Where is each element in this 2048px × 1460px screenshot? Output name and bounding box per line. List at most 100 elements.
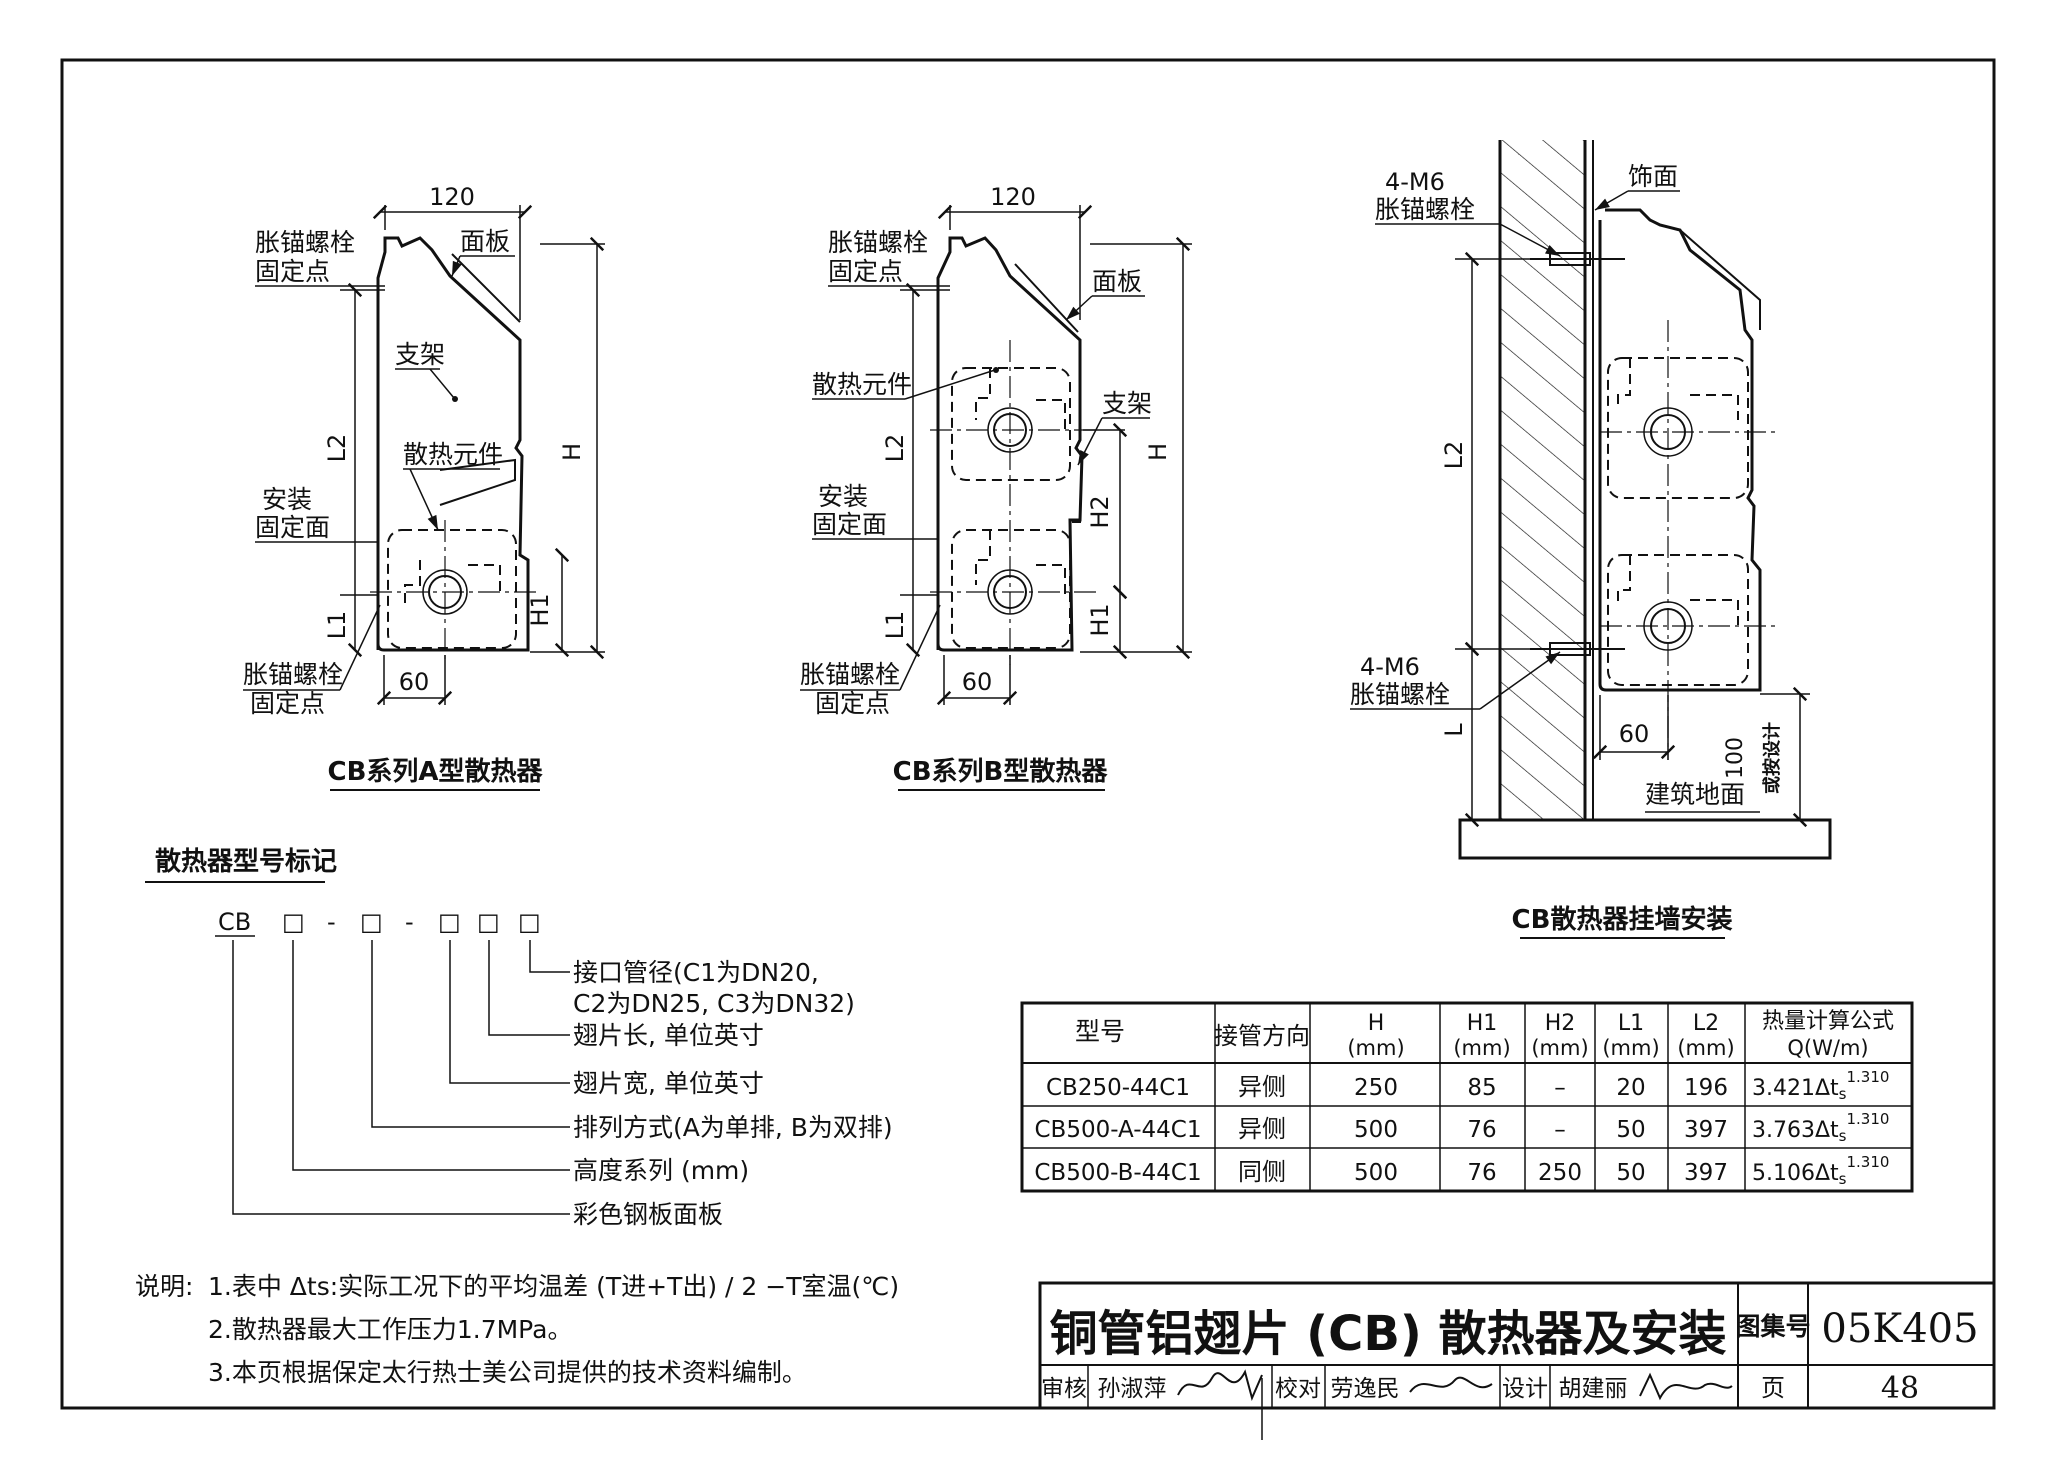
fig-a-label-fixpoint-top: 固定点 <box>255 257 330 286</box>
fig-b-label-mount: 安装 <box>818 482 868 511</box>
th-L2: L2 <box>1693 1011 1719 1036</box>
fig-b-dim-L1: L1 <box>881 611 909 640</box>
cell-L1: 50 <box>1616 1160 1645 1186</box>
fig-c-label-bolt-bottom-spec: 4-M6 <box>1360 653 1420 681</box>
fig-b-dim-60: 60 <box>962 668 993 696</box>
code-label-height: 高度系列 (mm) <box>573 1156 749 1185</box>
cell-H2: – <box>1554 1075 1566 1101</box>
fig-c-label-bolt-top-spec: 4-M6 <box>1385 168 1445 196</box>
cell-formula: 3.421Δts1.310 <box>1752 1068 1889 1103</box>
th-formula: 热量计算公式 <box>1762 1009 1894 1034</box>
fig-b-caption: CB系列B型散热器 <box>893 757 1109 787</box>
fig-c-dim-100: 100 <box>1723 737 1748 779</box>
cell-H: 500 <box>1354 1117 1398 1143</box>
code-label-arrangement: 排列方式(A为单排, B为双排) <box>573 1113 893 1142</box>
fig-c-dim-L: L <box>1440 723 1468 737</box>
designer-name: 胡建丽 <box>1559 1376 1628 1402</box>
th-H-unit: (mm) <box>1347 1036 1404 1060</box>
cell-model: CB500-B-44C1 <box>1034 1160 1201 1186</box>
fig-b-dim-L2: L2 <box>881 434 909 463</box>
note-1: 1.表中 Δts:实际工况下的平均温差 (T进+T出) / 2 −T室温(℃) <box>208 1272 899 1301</box>
fig-a-label-fixpoint-bottom: 固定点 <box>250 689 325 718</box>
fig-b-label-element: 散热元件 <box>812 370 912 399</box>
fig-a-caption: CB系列A型散热器 <box>327 757 543 787</box>
cell-formula: 5.106Δts1.310 <box>1752 1153 1889 1188</box>
atlas-no: 05K405 <box>1821 1306 1978 1352</box>
fig-a-label-mount: 安装 <box>262 485 312 514</box>
cell-L2: 196 <box>1684 1075 1728 1101</box>
cell-direction: 同侧 <box>1238 1158 1286 1186</box>
checker-signature <box>1409 1376 1493 1393</box>
drawing-title: 铜管铝翅片 (CB) 散热器及安装 <box>1049 1306 1726 1362</box>
fig-a-dim-L1: L1 <box>323 611 351 640</box>
fig-b-label-fixpoint-bottom: 固定点 <box>815 689 890 718</box>
spec-table: 型号 接管方向 H (mm) H1 (mm) H2 (mm) L1 (mm) L… <box>1020 1001 1914 1193</box>
code-part-arrangement: □ <box>360 908 383 936</box>
model-code-title: 散热器型号标记 <box>155 847 337 877</box>
notes: 说明: 1.表中 Δts:实际工况下的平均温差 (T进+T出) / 2 −T室温… <box>135 1272 899 1387</box>
code-label-fin-length: 翅片长, 单位英寸 <box>573 1021 764 1050</box>
th-H2: H2 <box>1545 1011 1576 1036</box>
design-label: 设计 <box>1502 1376 1548 1402</box>
cell-L2: 397 <box>1684 1160 1728 1186</box>
th-L1-unit: (mm) <box>1602 1036 1659 1060</box>
check-label: 校对 <box>1275 1376 1321 1402</box>
note-3: 3.本页根据保定太行热士美公司提供的技术资料编制。 <box>208 1358 807 1387</box>
model-code-diagram: 散热器型号标记 CB □ - □ - □ □ □ 接口管径(C1为DN20, C… <box>145 847 893 1229</box>
fig-c-or-design: 或按设计 <box>1761 722 1783 794</box>
code-sep-1: - <box>327 908 336 936</box>
fig-b-label-bolt-bottom: 胀锚螺栓 <box>800 660 900 689</box>
cell-direction: 异侧 <box>1238 1073 1286 1101</box>
fig-c-label-facing: 饰面 <box>1628 162 1678 191</box>
fig-a-label-element: 散热元件 <box>403 440 503 469</box>
figure-c-wall-mount: L2 L 60 100 或按设计 4-M6 胀锚螺栓 饰面 4-M6 胀锚螺栓 … <box>1350 140 1832 939</box>
reviewer-signature <box>1177 1369 1263 1402</box>
th-L2-unit: (mm) <box>1677 1036 1734 1060</box>
fig-b-label-bolt-top: 胀锚螺栓 <box>828 228 928 257</box>
code-sep-2: - <box>405 908 414 936</box>
code-part-cb: CB <box>218 908 251 936</box>
checker-name: 劳逸民 <box>1331 1376 1400 1402</box>
code-label-pipe-dia-1: 接口管径(C1为DN20, <box>573 958 819 987</box>
code-part-fin-length: □ <box>477 908 500 936</box>
code-label-fin-width: 翅片宽, 单位英寸 <box>573 1069 764 1098</box>
th-formula-unit: Q(W/m) <box>1787 1036 1868 1060</box>
fig-b-label-bracket: 支架 <box>1102 389 1152 418</box>
fig-b-label-panel: 面板 <box>1092 267 1142 296</box>
th-H1: H1 <box>1467 1011 1498 1036</box>
cell-H1: 76 <box>1467 1117 1496 1143</box>
th-H2-unit: (mm) <box>1531 1036 1588 1060</box>
cell-direction: 异侧 <box>1238 1115 1286 1143</box>
fig-a-label-bolt-top: 胀锚螺栓 <box>255 228 355 257</box>
fig-b-dim-H2: H2 <box>1086 495 1114 528</box>
th-direction: 接管方向 <box>1214 1022 1310 1050</box>
fig-a-dim-120: 120 <box>429 183 475 211</box>
page-no: 48 <box>1881 1371 1919 1406</box>
code-label-panel: 彩色钢板面板 <box>573 1200 723 1229</box>
page-label: 页 <box>1761 1374 1785 1402</box>
th-model: 型号 <box>1075 1017 1125 1046</box>
th-H1-unit: (mm) <box>1453 1036 1510 1060</box>
fig-a-label-mount-face: 固定面 <box>255 513 330 542</box>
cell-H1: 76 <box>1467 1160 1496 1186</box>
figure-b-type-radiator: 120 H H2 H1 L2 L1 60 胀锚螺栓 固定点 面板 散热元件 支架 <box>800 183 1192 791</box>
cell-H: 500 <box>1354 1160 1398 1186</box>
title-block: 铜管铝翅片 (CB) 散热器及安装 图集号 05K405 审核 孙淑萍 校对 劳… <box>1038 1281 1996 1410</box>
fig-a-dim-L2: L2 <box>323 434 351 463</box>
cell-model: CB250-44C1 <box>1046 1075 1190 1101</box>
cell-H: 250 <box>1354 1075 1398 1101</box>
figure-a-type-radiator: 120 H L2 L1 H1 60 胀锚螺栓 固定点 面板 支架 散热元件 安装 <box>243 183 605 791</box>
designer-signature <box>1639 1372 1733 1401</box>
fig-a-dim-60: 60 <box>399 668 430 696</box>
note-2: 2.散热器最大工作压力1.7MPa。 <box>208 1315 572 1344</box>
fig-b-label-mount-face: 固定面 <box>812 510 887 539</box>
sheet-border <box>60 58 1996 1410</box>
th-H: H <box>1368 1011 1385 1036</box>
notes-head: 说明: <box>135 1272 193 1301</box>
cell-H2: – <box>1554 1117 1566 1143</box>
fig-a-label-bolt-bottom: 胀锚螺栓 <box>243 660 343 689</box>
code-part-fin-width: □ <box>438 908 461 936</box>
cell-H1: 85 <box>1467 1075 1496 1101</box>
fig-c-label-bolt-top: 胀锚螺栓 <box>1375 195 1475 224</box>
